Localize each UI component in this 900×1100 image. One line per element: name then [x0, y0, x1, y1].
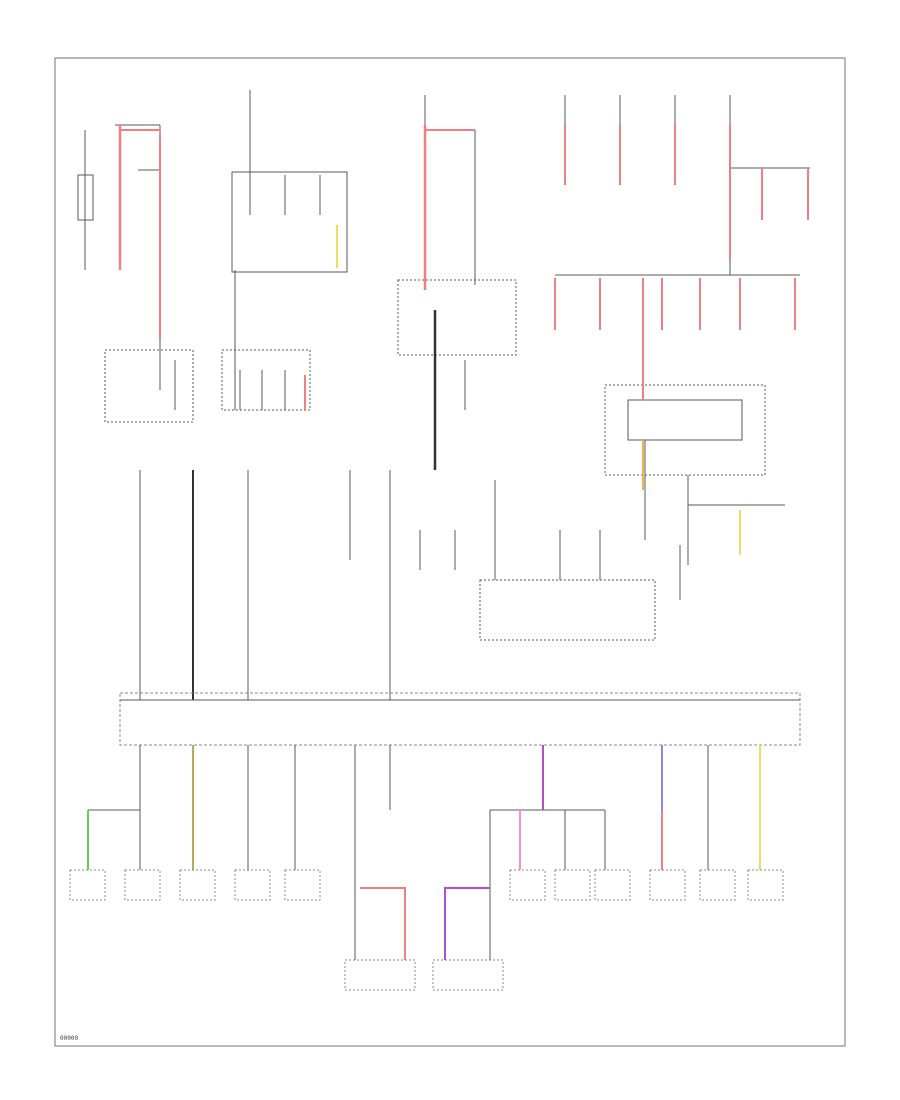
diagram-code: 00000 — [60, 1035, 78, 1042]
bottom-branches — [88, 745, 709, 960]
ignition-switch-section — [221, 90, 348, 411]
middle-section — [139, 470, 681, 700]
battery-symbol — [77, 174, 94, 221]
starter-relay-box — [104, 349, 194, 423]
battery-section — [77, 124, 194, 423]
top-right-red-wires — [554, 125, 809, 400]
diagram-frame — [54, 57, 846, 1047]
power-relay-section — [397, 95, 517, 410]
fuse-block — [119, 692, 801, 746]
component-boxes — [69, 869, 784, 991]
bottom-colored-wires — [87, 745, 761, 960]
top-right-fuses — [555, 95, 810, 565]
